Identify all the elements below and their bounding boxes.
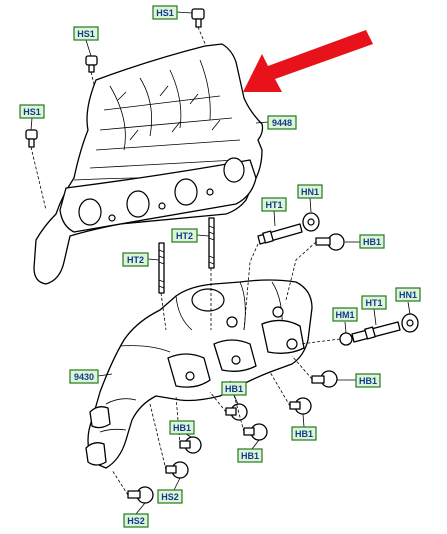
label-ht1-upper-text: HT1 (265, 200, 282, 210)
label-hb1-upper-text: HB1 (363, 237, 381, 247)
bolt-hb1-mid[interactable] (289, 397, 312, 415)
label-hb1-bottom-mid[interactable]: HB1 (237, 448, 263, 463)
label-ht2-left[interactable]: HT2 (122, 252, 149, 267)
label-ht1-lower[interactable]: HT1 (361, 295, 387, 310)
label-hs1-left-text: HS1 (23, 107, 41, 117)
nut-hn1-upper[interactable] (302, 212, 320, 232)
bolt-hs1-left[interactable] (25, 129, 38, 148)
label-hs1-left-upper-text: HS1 (77, 29, 95, 39)
label-9448[interactable]: 9448 (267, 115, 297, 130)
red-pointer-arrow-icon (243, 30, 373, 92)
label-hb1-mid[interactable]: HB1 (291, 426, 317, 441)
label-hb1-left[interactable]: HB1 (169, 420, 195, 435)
bolt-hb1-right[interactable] (311, 370, 338, 388)
bolt-hs2-left[interactable] (127, 486, 154, 504)
label-hb1-left-text: HB1 (173, 423, 191, 433)
label-ht2-left-text: HT2 (127, 255, 144, 265)
label-hb1-bottom-mid-text: HB1 (241, 451, 259, 461)
bolt-hb1-upper[interactable] (315, 233, 345, 251)
bolt-hb1-center[interactable] (225, 403, 248, 421)
label-ht2-right-text: HT2 (176, 231, 193, 241)
bolt-hs1-left-upper[interactable] (85, 55, 98, 73)
label-hs2-left-text: HS2 (127, 516, 145, 526)
label-hs1-left[interactable]: HS1 (19, 104, 45, 119)
label-hb1-center[interactable]: HB1 (221, 381, 247, 396)
label-9448-text: 9448 (272, 118, 292, 128)
bolt-hb1-left[interactable] (179, 436, 202, 454)
label-ht2-right[interactable]: HT2 (171, 228, 198, 243)
label-ht1-upper[interactable]: HT1 (261, 197, 287, 212)
label-hs2-right-text: HS2 (161, 492, 179, 502)
label-hs2-left[interactable]: HS2 (123, 513, 149, 528)
label-hs2-right[interactable]: HS2 (157, 489, 183, 504)
leader-lines (30, 11, 411, 515)
label-ht1-lower-text: HT1 (365, 298, 382, 308)
label-hb1-right[interactable]: HB1 (355, 373, 381, 388)
label-hn1-upper[interactable]: HN1 (297, 184, 323, 199)
label-hs1-top-text: HS1 (156, 8, 174, 18)
stud-ht2-right[interactable] (208, 217, 215, 269)
label-hn1-lower[interactable]: HN1 (395, 287, 421, 302)
label-hn1-upper-text: HN1 (301, 187, 319, 197)
label-hb1-mid-text: HB1 (295, 429, 313, 439)
label-hb1-center-text: HB1 (225, 384, 243, 394)
label-hm1[interactable]: HM1 (332, 307, 358, 322)
label-hb1-right-text: HB1 (359, 376, 377, 386)
label-9430-text: 9430 (74, 372, 94, 382)
manifold-gasket (59, 157, 257, 233)
stud-ht1-upper[interactable] (257, 223, 303, 245)
stud-ht2-left[interactable] (158, 242, 165, 294)
label-hs1-top[interactable]: HS1 (152, 5, 178, 20)
bolt-hs1-top[interactable] (191, 8, 205, 28)
label-hm1-text: HM1 (335, 310, 354, 320)
label-hn1-lower-text: HN1 (399, 290, 417, 300)
label-9430[interactable]: 9430 (69, 369, 99, 384)
exhaust-manifold-9430[interactable] (85, 279, 313, 469)
label-hb1-upper[interactable]: HB1 (359, 234, 385, 249)
bolt-hb1-bottom-mid[interactable] (243, 423, 268, 441)
nut-hn1-lower[interactable] (401, 313, 419, 333)
label-hs1-left-upper[interactable]: HS1 (73, 26, 99, 41)
bolt-hs2-right[interactable] (165, 461, 189, 479)
nut-hm1[interactable] (339, 332, 353, 346)
stud-ht1-lower[interactable] (351, 321, 401, 343)
